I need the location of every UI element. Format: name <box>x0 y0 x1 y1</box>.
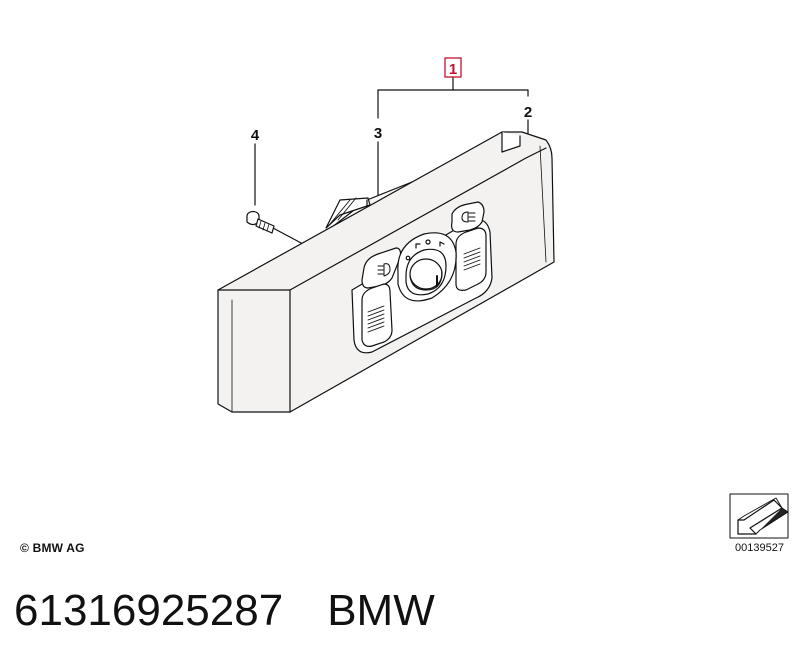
diagram-id: 00139527 <box>735 542 784 554</box>
assembly-bracket <box>377 76 529 119</box>
light-rotary-switch <box>397 232 457 302</box>
part-number: 61316925287 <box>14 586 284 635</box>
brand-name: BMW <box>327 586 435 635</box>
copyright-notice: © BMW AG <box>20 541 85 555</box>
dimmer-thumbwheel-left <box>361 283 393 347</box>
footer-caption: 61316925287 BMW <box>14 586 435 636</box>
callout-assembly: 1 <box>449 61 457 78</box>
fog-rear-icon <box>461 211 476 223</box>
callout-switch-module: 3 <box>374 125 382 142</box>
fog-front-icon <box>377 263 391 277</box>
callout-screw: 4 <box>251 127 260 144</box>
callout-frame: 2 <box>524 104 532 121</box>
fog-light-front-button <box>361 247 402 289</box>
diagram-arrow-icon <box>729 493 789 539</box>
control-cluster <box>351 201 493 354</box>
assembly-callout-box <box>444 57 462 78</box>
screw-part <box>246 210 275 234</box>
